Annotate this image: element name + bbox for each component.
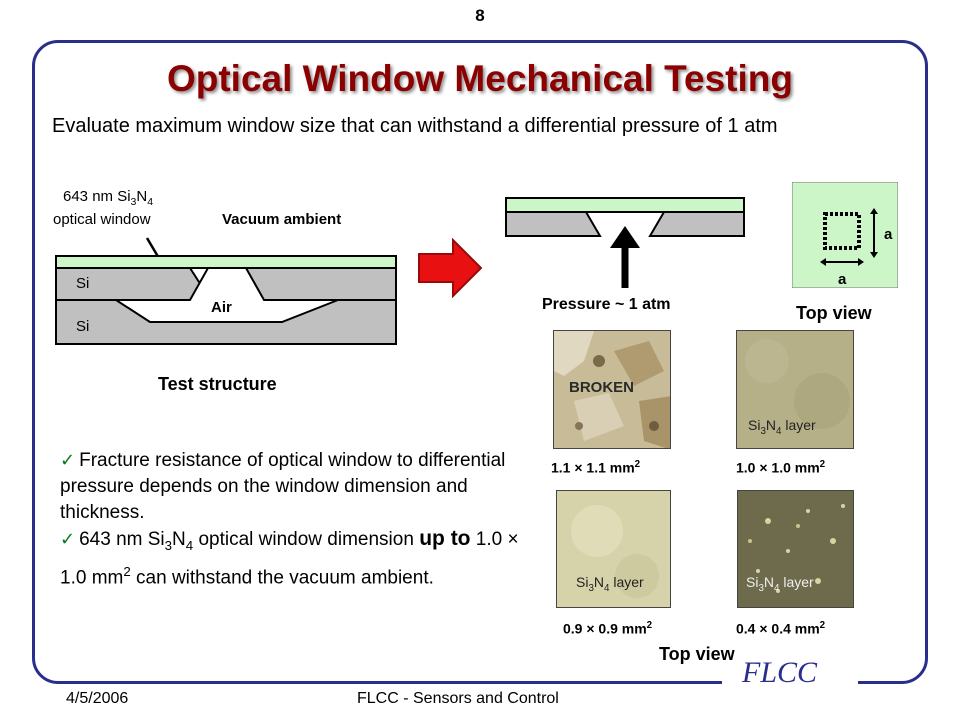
window-label: 643 nm Si3N4 — [63, 188, 154, 208]
si-bottom-label: Si — [76, 318, 90, 335]
check-icon: ✓ — [60, 529, 76, 549]
window-film — [55, 255, 397, 269]
slide-title: Optical Window Mechanical Testing — [166, 58, 793, 99]
bullet-item: ✓Fracture resistance of optical window t… — [60, 450, 506, 523]
broken-overlay: BROKEN — [569, 379, 635, 396]
inset-caption: Top view — [796, 303, 872, 323]
logo-backdrop — [722, 672, 858, 694]
inset-side-label-v: a — [884, 226, 893, 243]
sample-overlay-1-0: Si3N4 layer — [748, 417, 816, 437]
bullet-item: ✓643 nm Si3N4 optical window dimension u… — [60, 527, 519, 589]
process-arrow-icon — [418, 237, 483, 299]
air-cavity — [112, 267, 339, 323]
sample-overlay-0-4: Si3N4 layer — [746, 574, 814, 594]
bullet-list: ✓Fracture resistance of optical window t… — [60, 447, 520, 591]
slide-frame — [32, 40, 928, 684]
pressure-label: Pressure ~ 1 atm — [542, 296, 671, 313]
footer-center: FLCC - Sensors and Control — [357, 690, 559, 707]
pressure-structure-diagram — [505, 197, 745, 288]
sample-caption-1-0: 1.0 × 1.0 mm2 — [736, 459, 826, 476]
sample-photo-broken — [553, 330, 671, 449]
sample-caption-0-9: 0.9 × 0.9 mm2 — [563, 620, 653, 637]
inset-side-label-h: a — [838, 271, 847, 288]
footer-date: 4/5/2006 — [66, 690, 129, 707]
photos-caption: Top view — [659, 644, 735, 664]
si-top-label: Si — [76, 275, 90, 292]
test-structure-caption: Test structure — [158, 374, 277, 394]
top-view-inset — [792, 182, 898, 288]
window-label-line2: optical window — [53, 211, 151, 228]
check-icon: ✓ — [60, 450, 76, 470]
test-structure-diagram — [55, 237, 397, 345]
slide-subtitle: Evaluate maximum window size that can wi… — [52, 115, 778, 137]
air-label: Air — [211, 299, 232, 316]
sample-caption-1-1: 1.1 × 1.1 mm2 — [551, 459, 641, 476]
vacuum-ambient-label: Vacuum ambient — [222, 211, 342, 228]
pressure-arrow-icon — [610, 226, 640, 248]
sample-photo-0-9 — [556, 490, 671, 608]
sample-photo-0-4 — [737, 490, 854, 608]
flcc-logo: FLCC — [742, 656, 818, 689]
sample-photo-1-0 — [736, 330, 854, 449]
sample-overlay-0-9: Si3N4 layer — [576, 574, 644, 594]
sample-caption-0-4: 0.4 × 0.4 mm2 — [736, 620, 826, 637]
page-number: 8 — [475, 6, 485, 25]
